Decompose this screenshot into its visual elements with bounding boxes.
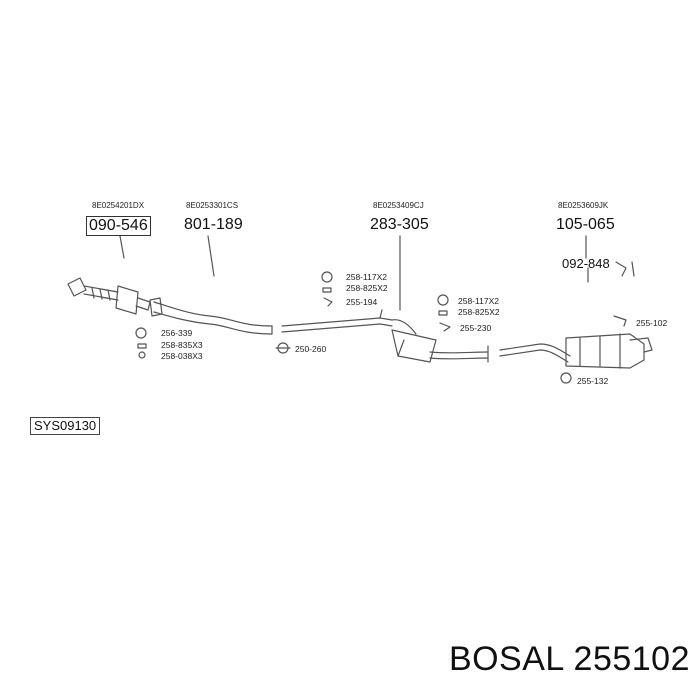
label-mount-3: 255-102 xyxy=(636,318,668,328)
label-gasket-a: 256-339 xyxy=(161,328,193,338)
hardware-icons xyxy=(135,261,635,384)
part-number-rear-hanger: 092-848 xyxy=(562,256,610,271)
part-number-center-muffler: 283-305 xyxy=(370,216,429,233)
center-muffler-part xyxy=(281,309,489,363)
label-bolt-2: 258-825X2 xyxy=(458,307,500,317)
ref-code-center-muffler: 8E0253409CJ xyxy=(373,201,424,210)
part-number-front-pipe: 090-546 xyxy=(86,216,151,236)
intermediate-pipe-part xyxy=(149,297,273,335)
label-clamp-a: 250-260 xyxy=(295,344,327,354)
label-bolt-1: 258-825X2 xyxy=(346,283,388,293)
front-pipe-part xyxy=(67,277,151,315)
ref-code-front-pipe: 8E0254201DX xyxy=(92,201,145,210)
label-ring-2: 258-117X2 xyxy=(458,296,499,306)
label-bolt-a: 258-835X3 xyxy=(161,340,203,350)
label-ring-1: 258-117X2 xyxy=(346,272,387,282)
rear-muffler-part xyxy=(499,333,653,369)
system-code-box: SYS09130 xyxy=(30,417,101,435)
leader-intermediate-pipe xyxy=(207,235,215,277)
label-nut-a: 258-038X3 xyxy=(161,351,203,361)
label-mount-2: 255-230 xyxy=(460,323,492,333)
part-number-intermediate-pipe: 801-189 xyxy=(184,216,243,233)
leader-front-pipe xyxy=(119,235,125,259)
ref-code-intermediate-pipe: 8E0253301CS xyxy=(186,201,239,210)
brand-part-number: 255102 xyxy=(573,640,690,678)
label-mount-1: 255-194 xyxy=(346,297,378,307)
ref-code-rear-muffler: 8E0253609JK xyxy=(558,201,609,210)
brand-part-title: BOSAL 255102 xyxy=(449,640,690,679)
label-mount-4: 255-132 xyxy=(577,376,609,386)
brand-name: BOSAL xyxy=(448,640,564,678)
part-number-rear-muffler: 105-065 xyxy=(556,216,615,233)
